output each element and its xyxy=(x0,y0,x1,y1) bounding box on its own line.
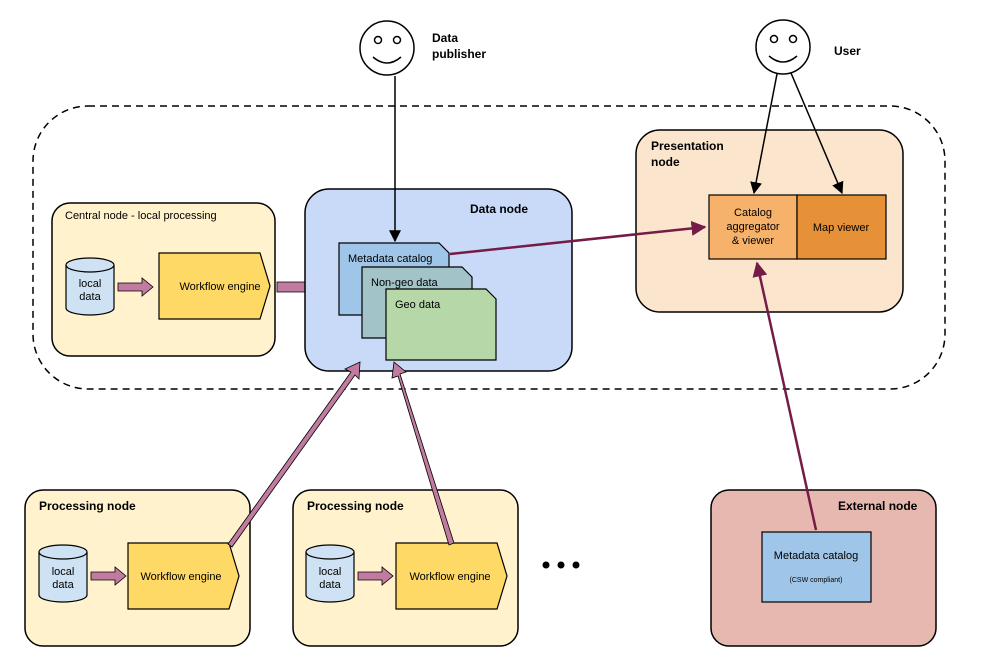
processing-node-1-title: Processing node xyxy=(39,499,136,513)
local-data-label-1: local xyxy=(52,566,75,578)
processing-node-2-title: Processing node xyxy=(307,499,404,513)
catalog-label-1: Catalog xyxy=(734,207,772,219)
local-data-label-2: data xyxy=(319,579,341,591)
user-to-map-arrow xyxy=(790,72,844,195)
system-boundary xyxy=(32,105,946,390)
more-nodes-ellipsis: ... xyxy=(542,561,580,581)
data-node: Data node Metadata catalog Non-geo data … xyxy=(304,188,573,372)
local-data-label-2: data xyxy=(52,579,74,591)
user-to-catalog-arrow xyxy=(750,73,778,195)
flow-arrow xyxy=(357,566,394,586)
user-actor: User xyxy=(755,19,861,75)
workflow-engine-label: Workflow engine xyxy=(409,571,490,583)
catalog-aggregator-box xyxy=(708,194,798,260)
user-label: User xyxy=(834,44,861,58)
processing-node-2: Processing node local data Workflow engi… xyxy=(292,489,519,647)
local-data-label-1: local xyxy=(79,278,102,290)
external-catalog-note: (CSW compliant) xyxy=(790,577,843,584)
external-to-catalog-arrow xyxy=(752,261,818,531)
presentation-title-2: node xyxy=(651,155,680,169)
external-catalog-label: Metadata catalog xyxy=(774,550,858,562)
presentation-title-1: Presentation xyxy=(651,139,724,153)
processing-node-1: Processing node local data Workflow engi… xyxy=(24,489,251,647)
data-publisher-actor: Data publisher xyxy=(359,20,486,76)
workflow-engine xyxy=(395,542,508,610)
metadata-to-catalog-arrow xyxy=(449,220,707,256)
geo-data-label: Geo data xyxy=(395,299,441,311)
central-node: Central node - local processing local da… xyxy=(51,202,276,357)
workflow-engine-label: Workflow engine xyxy=(140,571,221,583)
smiley-icon xyxy=(755,19,811,75)
data-node-title: Data node xyxy=(470,202,528,216)
workflow-engine xyxy=(127,542,240,610)
processing2-to-data-arrow xyxy=(391,361,455,546)
metadata-catalog-label: Metadata catalog xyxy=(348,253,432,265)
catalog-label-2: aggregator xyxy=(726,221,780,233)
flow-arrow xyxy=(117,277,154,297)
workflow-engine xyxy=(158,252,271,320)
ellipsis-text: ... xyxy=(561,579,563,581)
central-node-title: Central node - local processing xyxy=(65,210,217,222)
external-metadata-catalog-box xyxy=(761,531,872,603)
map-viewer-label: Map viewer xyxy=(813,222,870,234)
local-data-label-1: local xyxy=(319,566,342,578)
flow-arrow xyxy=(90,566,127,586)
external-node-title: External node xyxy=(838,499,918,513)
map-viewer-box xyxy=(796,194,887,260)
local-data-label-2: data xyxy=(79,291,101,303)
publisher-label-line1: Data xyxy=(432,31,458,45)
publisher-label-line2: publisher xyxy=(432,47,486,61)
non-geo-data-label: Non-geo data xyxy=(371,277,439,289)
geo-data-sheet xyxy=(385,288,497,361)
workflow-engine-label: Workflow engine xyxy=(179,281,260,293)
local-data-cylinder: local data xyxy=(65,257,115,316)
external-node: External node Metadata catalog (CSW comp… xyxy=(710,489,937,647)
presentation-node: Presentation node Catalog aggregator & v… xyxy=(635,129,904,313)
processing1-to-data-arrow xyxy=(227,361,361,548)
local-data-cylinder: local data xyxy=(305,544,355,603)
catalog-label-3: & viewer xyxy=(732,235,775,247)
smiley-icon xyxy=(359,20,415,76)
local-data-cylinder: local data xyxy=(38,544,88,603)
